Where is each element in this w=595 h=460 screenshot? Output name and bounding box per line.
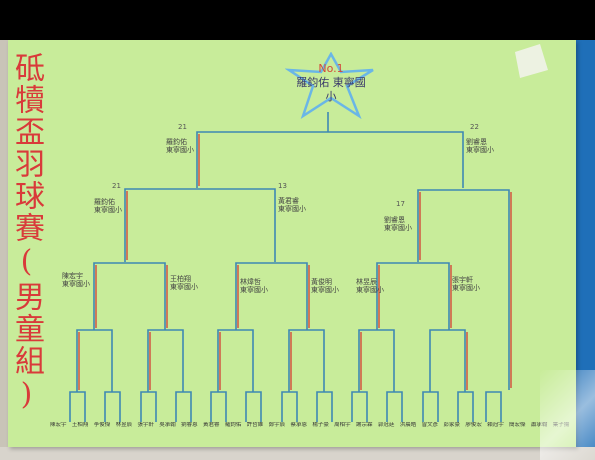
bracket-line — [485, 391, 502, 422]
champion-name: 羅鈞佑 東寧國小 — [296, 76, 366, 103]
champion-star-icon — [285, 52, 374, 120]
bracket-line — [429, 329, 466, 392]
first-round-name: 謝宗霖 — [356, 422, 373, 428]
bracket-line — [281, 391, 298, 422]
first-round-name: 賴冠宇 — [487, 422, 504, 428]
first-round-name: 羅鈞佑 — [224, 422, 242, 428]
first-round-name: 劉睿恩 — [181, 422, 198, 428]
bracket-line — [140, 391, 157, 422]
bracket-line — [69, 391, 86, 422]
bracket-line — [386, 391, 403, 422]
qf1-name: 羅鈞佑 東寧國小 — [94, 198, 122, 214]
first-round-name: 曾文彥 — [421, 422, 439, 428]
bracket-line — [217, 329, 254, 392]
first-round-name: 簡宏傑 — [509, 422, 526, 428]
first-round-name: 楊子豪 — [312, 422, 329, 428]
r16-name-e: 林昱辰 東寧國小 — [356, 278, 384, 294]
bracket-line — [124, 188, 276, 262]
r16-name-b: 王柏翔 東寧國小 — [170, 275, 198, 291]
r16-name-c: 林煒哲 東寧國小 — [240, 278, 268, 294]
first-round-name: 廖俊宏 — [465, 422, 482, 428]
r16-name-f: 張宇軒 東寧國小 — [452, 276, 480, 292]
poster-title: 砥犢盃羽球賽(男童組) — [9, 52, 44, 414]
bracket-line — [422, 391, 439, 422]
r16-name-a: 陳宏宇 東寧國小 — [62, 272, 90, 288]
first-round-name: 黃君睿 — [203, 422, 220, 428]
bracket-line — [351, 391, 368, 422]
bracket-line — [93, 262, 166, 330]
semi-left-seed: 21 — [178, 123, 187, 131]
qf1-seed: 21 — [112, 182, 121, 190]
bracket-line — [147, 329, 184, 392]
bracket-line — [245, 391, 262, 422]
first-round-name: 蕭承翰 — [531, 422, 548, 444]
first-round-name: 李俊傑 — [93, 422, 111, 428]
first-round-name: 鄭宇辰 — [268, 422, 286, 428]
bracket-line — [376, 262, 450, 330]
bracket-lines — [69, 44, 548, 422]
bracket-line — [457, 391, 474, 422]
semi-right-seed: 22 — [470, 123, 479, 131]
blue-board-edge — [574, 40, 595, 447]
bracket-line — [316, 391, 333, 422]
first-round-name: 許哲維 — [246, 422, 264, 428]
first-round-name: 洪晨皓 — [399, 422, 417, 428]
qf2-seed: 13 — [278, 182, 287, 190]
champion-label: No.1 — [318, 62, 344, 75]
semi-right-name: 劉睿恩 東寧國小 — [466, 138, 494, 154]
bracket-line — [104, 391, 121, 422]
top-black-bar — [0, 0, 595, 40]
qf3-seed: 17 — [396, 200, 405, 208]
bracket-line — [417, 189, 510, 390]
bracket-line — [358, 329, 395, 392]
champion-block: No.1 羅鈞佑 東寧國小 — [294, 62, 368, 104]
bracket-line — [76, 329, 113, 392]
bracket-line — [210, 391, 227, 422]
bracket-poster — [8, 40, 576, 447]
first-round-name: 郭冠廷 — [377, 422, 395, 428]
bracket-line — [288, 329, 325, 392]
qf3-name: 劉睿恩 東寧國小 — [384, 216, 412, 232]
wall-left-edge — [0, 40, 10, 447]
bracket-line — [175, 391, 192, 422]
bracket-line — [235, 262, 308, 330]
first-round-name: 張宇軒 — [137, 422, 154, 428]
tape-top-right — [515, 44, 548, 78]
first-round-name: 周柏宇 — [334, 422, 351, 428]
first-round-name: 陳宏宇 — [50, 422, 67, 428]
qf2-name: 黃君睿 東寧國小 — [278, 197, 306, 213]
semi-left-name: 羅鈞佑 東寧國小 — [166, 138, 194, 154]
first-round-name: 王柏翔 — [71, 422, 89, 428]
first-round-name: 林昱辰 — [115, 422, 133, 428]
first-round-name: 蔡承恩 — [290, 422, 307, 428]
bracket-line — [196, 131, 464, 188]
first-round-name: 彭家豪 — [443, 422, 460, 428]
first-round-names: 陳宏宇王柏翔李俊傑林昱辰張宇軒吳承翰劉睿恩黃君睿羅鈞佑許哲維鄭宇辰蔡承恩楊子豪周… — [50, 422, 570, 444]
first-round-name: 吳承翰 — [159, 422, 176, 428]
r16-name-d: 黃俊明 東寧國小 — [311, 278, 339, 294]
light-glare — [540, 370, 595, 460]
